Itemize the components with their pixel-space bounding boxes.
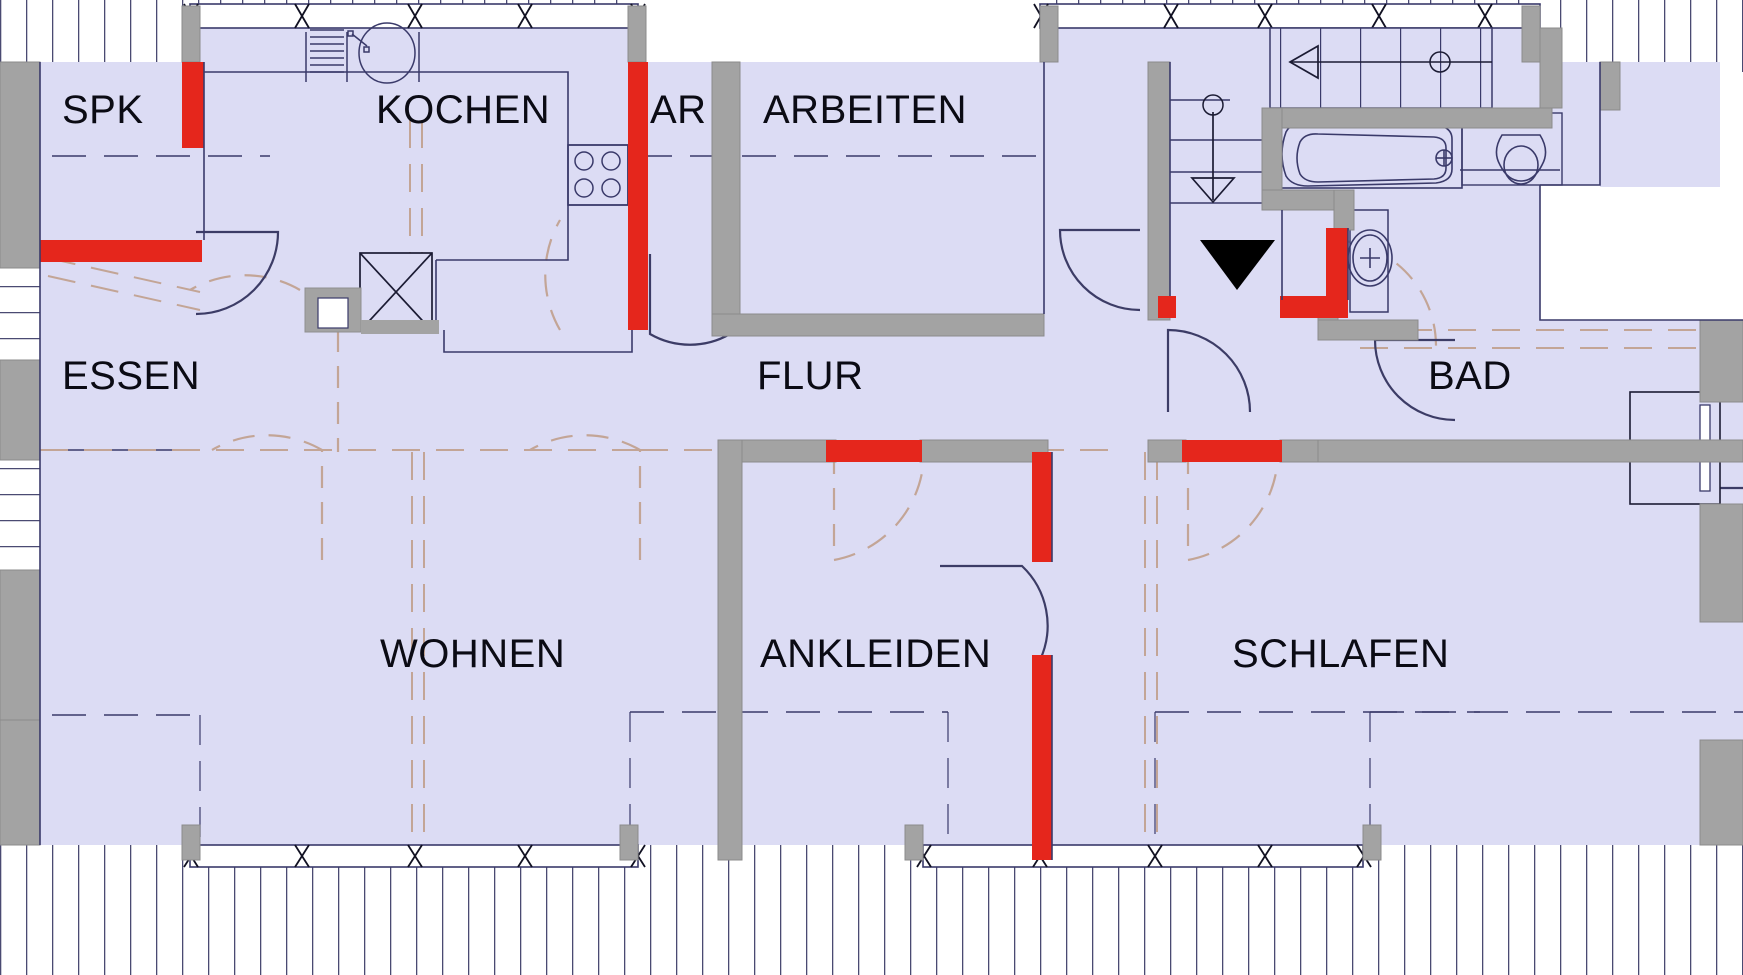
reference-lines [0, 155, 1743, 716]
bathtub [1271, 119, 1463, 189]
room-label-flur: FLUR [757, 354, 864, 398]
room-label-schlafen: SCHLAFEN [1232, 632, 1450, 676]
room-label-spk: SPK [62, 88, 144, 132]
wash-basin [1347, 209, 1393, 313]
room-label-ar: AR [650, 88, 707, 132]
construction-dashed-lines [40, 120, 1743, 845]
door-swings-dashed [189, 219, 1438, 562]
walls-existing-gray [0, 5, 1743, 861]
walls-new-red [40, 62, 1348, 860]
room-label-kochen: KOCHEN [376, 88, 551, 132]
reference-lines-secondary [199, 712, 1371, 845]
room-label-essen: ESSEN [62, 354, 201, 398]
kitchen-appliance-block [304, 287, 439, 334]
level-marker-triangle [1200, 240, 1275, 290]
window-band-top [183, 3, 1541, 29]
room-label-bad: BAD [1428, 354, 1512, 398]
kitchen-island [359, 252, 433, 332]
staircase-lower [1160, 94, 1272, 204]
wall-thin-outlines [39, 62, 1743, 860]
room-label-ankleiden: ANKLEIDEN [760, 632, 992, 676]
room-label-wohnen: WOHNEN [380, 632, 566, 676]
room-label-arbeiten: ARBEITEN [763, 88, 968, 132]
cooktop-four-burner [567, 144, 629, 206]
staircase-upper [1269, 27, 1493, 109]
